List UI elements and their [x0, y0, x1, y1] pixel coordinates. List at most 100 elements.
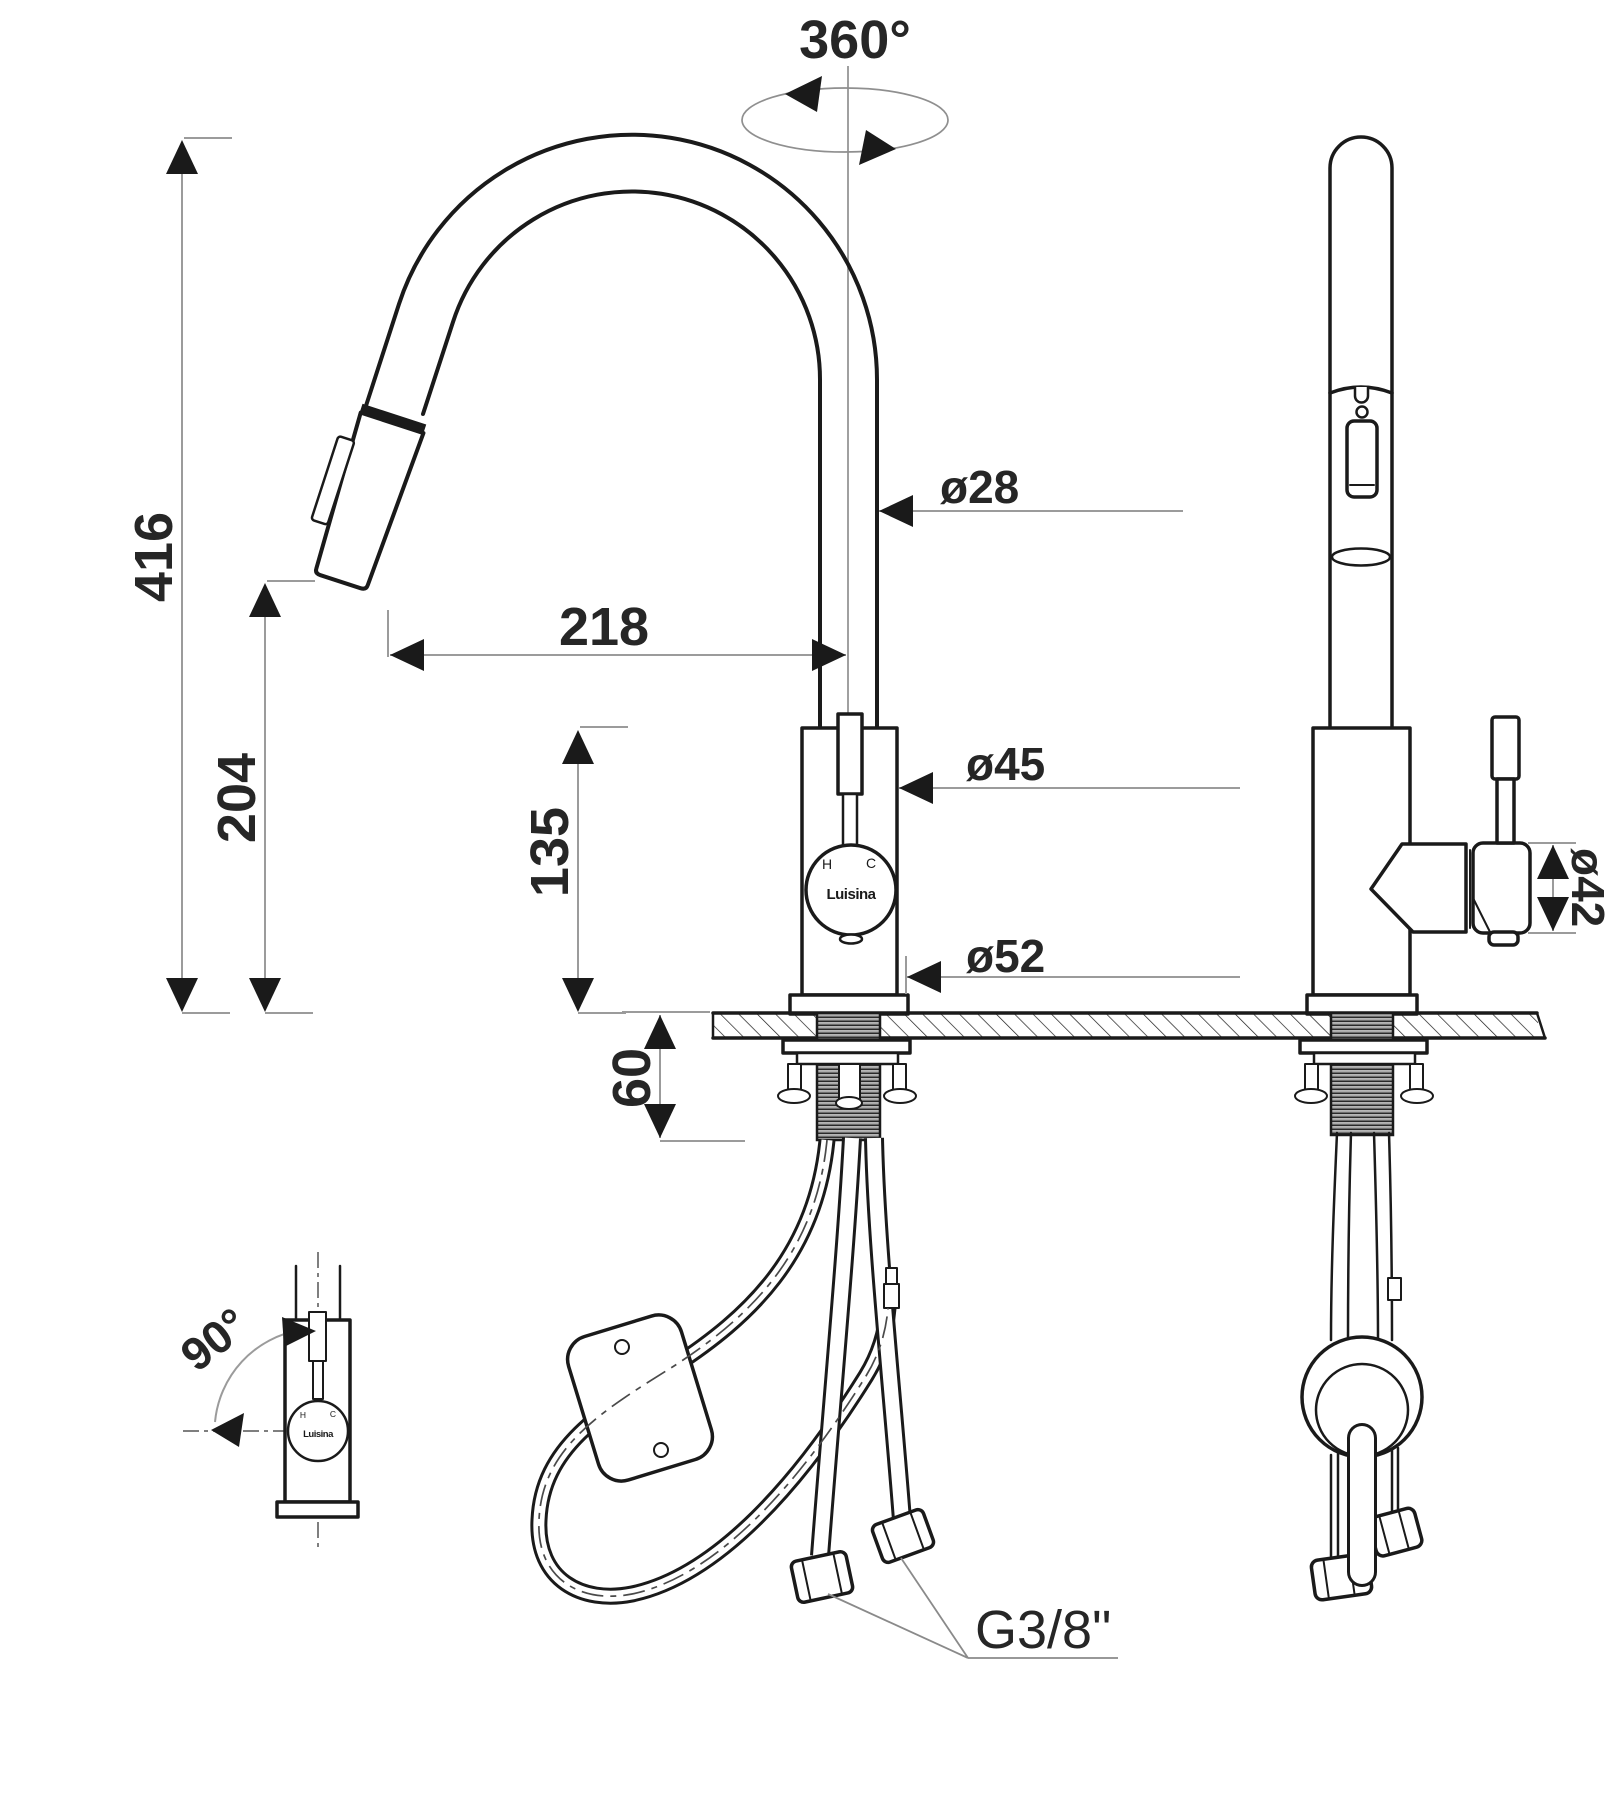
weight-screw-bottom — [653, 1442, 669, 1458]
extension-ticks — [182, 137, 1576, 1142]
side-hose-line-1 — [1329, 1131, 1339, 1342]
side-hose-line-2 — [1346, 1131, 1353, 1342]
arrow-o42-bottom-icon — [1537, 897, 1569, 931]
swivel-indicator — [741, 66, 949, 756]
hose-fitting-left — [789, 1550, 855, 1604]
arrow-135-bottom-icon — [562, 978, 594, 1012]
hot-label: H — [822, 856, 832, 872]
brand-label: Luisina — [826, 886, 876, 903]
mounting-washer — [781, 1038, 912, 1055]
spray-head-joint-line — [360, 403, 427, 433]
stud-foot-left — [777, 1088, 811, 1104]
handle-tip — [1487, 930, 1520, 947]
detail-stem-lower — [312, 1360, 324, 1400]
mounting-stud-right — [892, 1063, 907, 1093]
spray-head — [310, 403, 427, 591]
side-under-counter — [1294, 1011, 1434, 1602]
detail-brand-label: Luisina — [303, 1429, 334, 1440]
side-hex-fitting-right — [1367, 1506, 1424, 1558]
side-hose-line-4 — [1387, 1131, 1394, 1342]
side-hose-line-3 — [1372, 1131, 1380, 1342]
dim-outlet-height: 204 — [207, 753, 267, 843]
counter-hatch-left — [713, 1014, 817, 1037]
dial-tab — [838, 933, 864, 945]
stud-foot-right — [883, 1088, 917, 1104]
hose-fitting-left-body — [789, 1550, 855, 1604]
arrow-60-top-icon — [644, 1015, 676, 1049]
side-stud-right — [1409, 1063, 1424, 1093]
mounting-nut — [795, 1051, 900, 1066]
dim-handle-diameter: ø42 — [1562, 848, 1614, 927]
base-flange — [788, 993, 910, 1016]
handle-lever — [1490, 715, 1521, 781]
detail-base-flange — [275, 1500, 360, 1519]
side-stud-foot-right — [1400, 1088, 1434, 1104]
cold-label: C — [866, 855, 876, 871]
arrow-204-top-icon — [249, 583, 281, 617]
hose-fitting-right-body — [870, 1507, 936, 1565]
dim-body-diameter: ø45 — [966, 738, 1045, 790]
leader-g38 — [827, 1557, 1118, 1659]
handle-hub — [1369, 842, 1468, 934]
spray-mode-button — [1345, 419, 1379, 499]
weight-screw-top — [614, 1339, 630, 1355]
hose-fitting-left-caps — [801, 1554, 843, 1600]
side-hex-right-facets — [1378, 1511, 1410, 1554]
hose-weight-body — [565, 1313, 715, 1483]
arrow-o52-icon — [907, 961, 941, 993]
detail-stem — [308, 1311, 327, 1362]
dim-body-height: 135 — [520, 807, 580, 897]
swing-arrow-top-icon — [282, 1317, 316, 1347]
hose-connector-top — [885, 1267, 898, 1285]
front-under-counter — [530, 1011, 936, 1605]
arrow-416-bottom-icon — [166, 978, 198, 1012]
arrow-135-top-icon — [562, 730, 594, 764]
arrow-218-right-icon — [812, 639, 846, 671]
detail-hot-label: H — [300, 1410, 306, 1420]
front-view: H C Luisina — [310, 132, 910, 1016]
hose-weight — [565, 1313, 715, 1483]
tube-notch — [1353, 385, 1370, 404]
fixing-screw-head — [835, 1096, 863, 1110]
counter-hatch-middle — [880, 1014, 1331, 1037]
side-threaded-shank — [1329, 1011, 1395, 1137]
side-stud-left — [1304, 1063, 1319, 1093]
arrow-o28-icon — [879, 495, 913, 527]
arrow-60-bottom-icon — [644, 1104, 676, 1138]
cartridge-stem — [836, 712, 864, 796]
handle-lever-stem — [1495, 777, 1516, 845]
hose-centerline — [538, 1139, 889, 1598]
handle-holder — [1471, 841, 1532, 935]
side-hose-connector — [1387, 1277, 1402, 1301]
detail-cold-label: C — [330, 1409, 336, 1419]
spray-head-body — [314, 410, 426, 591]
side-base-flange — [1305, 993, 1419, 1016]
arrow-o42-top-icon — [1537, 845, 1569, 879]
arrow-204-bottom-icon — [249, 978, 281, 1012]
handle-rotation-detail-view: H C Luisina 90° — [171, 1252, 360, 1548]
side-stud-foot-left — [1294, 1088, 1328, 1104]
handle-holder-detail — [1472, 897, 1491, 933]
spray-button-dot — [1355, 405, 1369, 419]
dim-overall-height: 416 — [124, 512, 184, 602]
hose-fitting-right-caps — [881, 1512, 925, 1560]
detail-dial — [286, 1399, 350, 1463]
side-view — [1305, 135, 1532, 1016]
supply-hose-left-fill — [813, 1137, 859, 1557]
arrow-218-left-icon — [390, 639, 424, 671]
arrow-o45-icon — [899, 772, 933, 804]
supply-hose-right-fill — [867, 1137, 909, 1521]
dim-base-diameter: ø52 — [966, 930, 1045, 982]
counter-right-edge — [1535, 1011, 1547, 1040]
rotation-arrow-left-icon — [785, 76, 822, 112]
dimension-annotations: 360° 416 204 135 60 218 ø28 ø45 ø52 ø42 … — [124, 10, 1614, 1660]
dim-swivel: 360° — [799, 10, 911, 70]
counter-hatch-right — [1393, 1014, 1538, 1037]
tube-joint-ellipse — [1330, 547, 1392, 567]
side-mounting-nut — [1312, 1051, 1417, 1066]
spray-head-clip — [310, 435, 356, 526]
spout-outer-curve — [361, 132, 879, 736]
cartridge-stem-lower — [841, 792, 859, 848]
swing-arrow-bottom-icon — [211, 1413, 244, 1447]
